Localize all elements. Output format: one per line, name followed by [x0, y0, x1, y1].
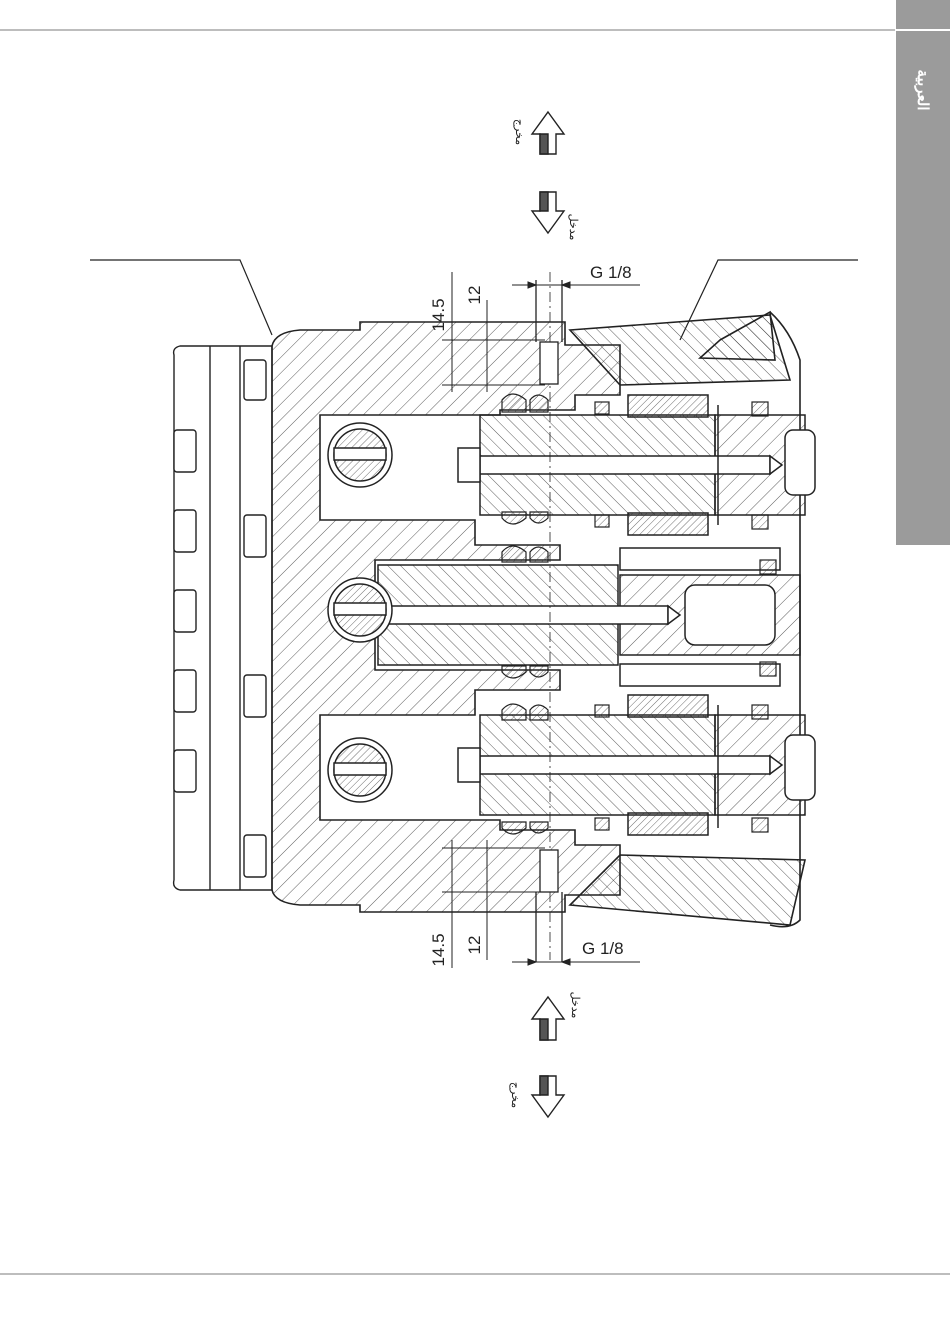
dim-bottom-inner: 12: [465, 936, 484, 955]
top-inlet-label: مدخل: [567, 214, 579, 241]
dim-bottom-thread: G 1/8: [582, 939, 624, 958]
top-inlet-arrow: [532, 192, 564, 233]
end-cover: [174, 346, 272, 890]
plunger-assembly: [360, 395, 815, 835]
bearings: [328, 423, 392, 802]
bottom-outlet-label: مخرج: [509, 1082, 521, 1108]
dim-top-outer: 14.5: [429, 298, 448, 331]
bottom-inlet-label: مدخل: [569, 992, 581, 1019]
top-outlet-arrow: [532, 112, 564, 154]
dim-bottom-outer: 14.5: [429, 933, 448, 966]
dim-top-thread: G 1/8: [590, 263, 632, 282]
bottom-outlet-arrow: [532, 1076, 564, 1117]
dim-top-inner: 12: [465, 286, 484, 305]
top-outlet-label: مخرج: [513, 119, 525, 145]
bottom-inlet-arrow: [532, 997, 564, 1040]
